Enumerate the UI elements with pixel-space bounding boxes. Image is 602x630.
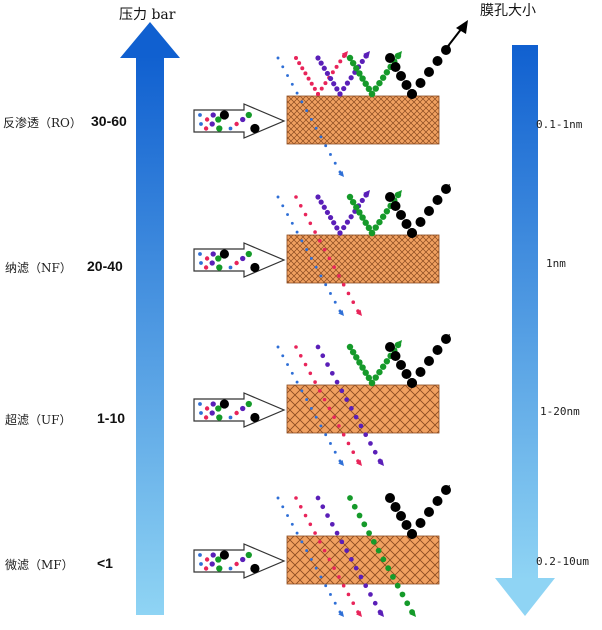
- particle-path-purple-in: [315, 194, 343, 236]
- particle-path-black-out-head: [441, 334, 450, 343]
- particle-path-black-out-head: [441, 45, 450, 54]
- feed-particles: [198, 550, 260, 574]
- particle-path-red-in: [294, 56, 320, 96]
- particle-path-green-out: [368, 52, 402, 98]
- pressure-axis-title: 压力 bar: [119, 7, 176, 23]
- particle-path-green-pass-head: [409, 610, 416, 617]
- filtration-row-ro: [193, 45, 451, 177]
- process-name-uf: 超滤（UF）: [5, 413, 72, 427]
- pressure-axis-arrow: [120, 22, 180, 615]
- process-pressure-ro: 30-60: [91, 113, 127, 129]
- particle-path-purple-out: [337, 53, 369, 97]
- particle-path-red-pass-head: [356, 610, 362, 617]
- feed-particles: [198, 249, 260, 273]
- particle-path-blue-pass-head: [338, 459, 344, 466]
- particle-path-green-out-head: [394, 51, 402, 59]
- process-name-mf: 微滤（MF）: [5, 558, 74, 572]
- particle-path-purple-pass: [315, 495, 383, 615]
- particle-path-red-pass-head: [356, 309, 362, 316]
- particle-path-red-pass: [294, 345, 360, 463]
- process-pore-mf: 0.2-10um: [536, 555, 589, 568]
- particle-path-black-out-head: [441, 485, 450, 494]
- particle-path-blue-pass-head: [338, 170, 344, 177]
- particle-path-green-out-head: [394, 190, 402, 198]
- process-pressure-nf: 20-40: [87, 258, 123, 274]
- process-pore-ro: 0.1-1nm: [536, 118, 583, 131]
- pore-size-axis-arrow: [495, 45, 555, 616]
- particle-path-black-out: [407, 45, 451, 99]
- process-pore-nf: 1nm: [546, 257, 566, 270]
- particle-path-black-out: [407, 485, 451, 539]
- pore-axis-title: 膜孔大小: [480, 3, 536, 19]
- membrane-block: [286, 234, 440, 284]
- process-name-ro: 反渗透（RO）: [3, 116, 82, 130]
- particle-path-black-out: [407, 334, 451, 388]
- particle-path-red-out-head: [341, 51, 348, 58]
- particle-path-purple-out-head: [363, 51, 370, 59]
- process-pressure-mf: <1: [97, 555, 113, 571]
- pore-title-arrow: [444, 20, 468, 51]
- particle-path-black-out: [407, 184, 451, 238]
- particle-path-blue-pass: [276, 195, 342, 313]
- particle-path-red-pass-head: [356, 459, 362, 466]
- process-name-nf: 纳滤（NF）: [5, 261, 72, 275]
- particle-path-green-out-head: [394, 340, 402, 348]
- particle-path-blue-pass: [276, 496, 342, 614]
- filtration-row-nf: [193, 184, 451, 316]
- particle-path-blue-pass: [276, 56, 342, 174]
- particle-path-green-in: [346, 343, 376, 387]
- filtration-row-mf: [193, 485, 451, 617]
- particle-path-purple-pass-head: [377, 610, 384, 617]
- particle-path-blue-pass-head: [338, 610, 344, 617]
- membrane-block: [286, 95, 440, 145]
- particle-path-purple-pass: [315, 344, 383, 464]
- particle-path-green-pass: [347, 495, 415, 615]
- process-pressure-uf: 1-10: [97, 410, 126, 426]
- feed-particles: [198, 110, 260, 134]
- process-pore-uf: 1-20nm: [540, 405, 580, 418]
- particle-path-black-out-head: [441, 184, 450, 193]
- feed-particles: [198, 399, 260, 423]
- particle-path-purple-out: [337, 192, 369, 236]
- particle-path-red-pass: [294, 496, 360, 614]
- filtration-row-uf: [193, 334, 451, 466]
- particle-path-purple-out-head: [363, 190, 370, 198]
- particle-path-blue-pass-head: [338, 309, 344, 316]
- particle-path-purple-pass-head: [377, 459, 384, 466]
- particle-path-red-pass: [294, 195, 360, 313]
